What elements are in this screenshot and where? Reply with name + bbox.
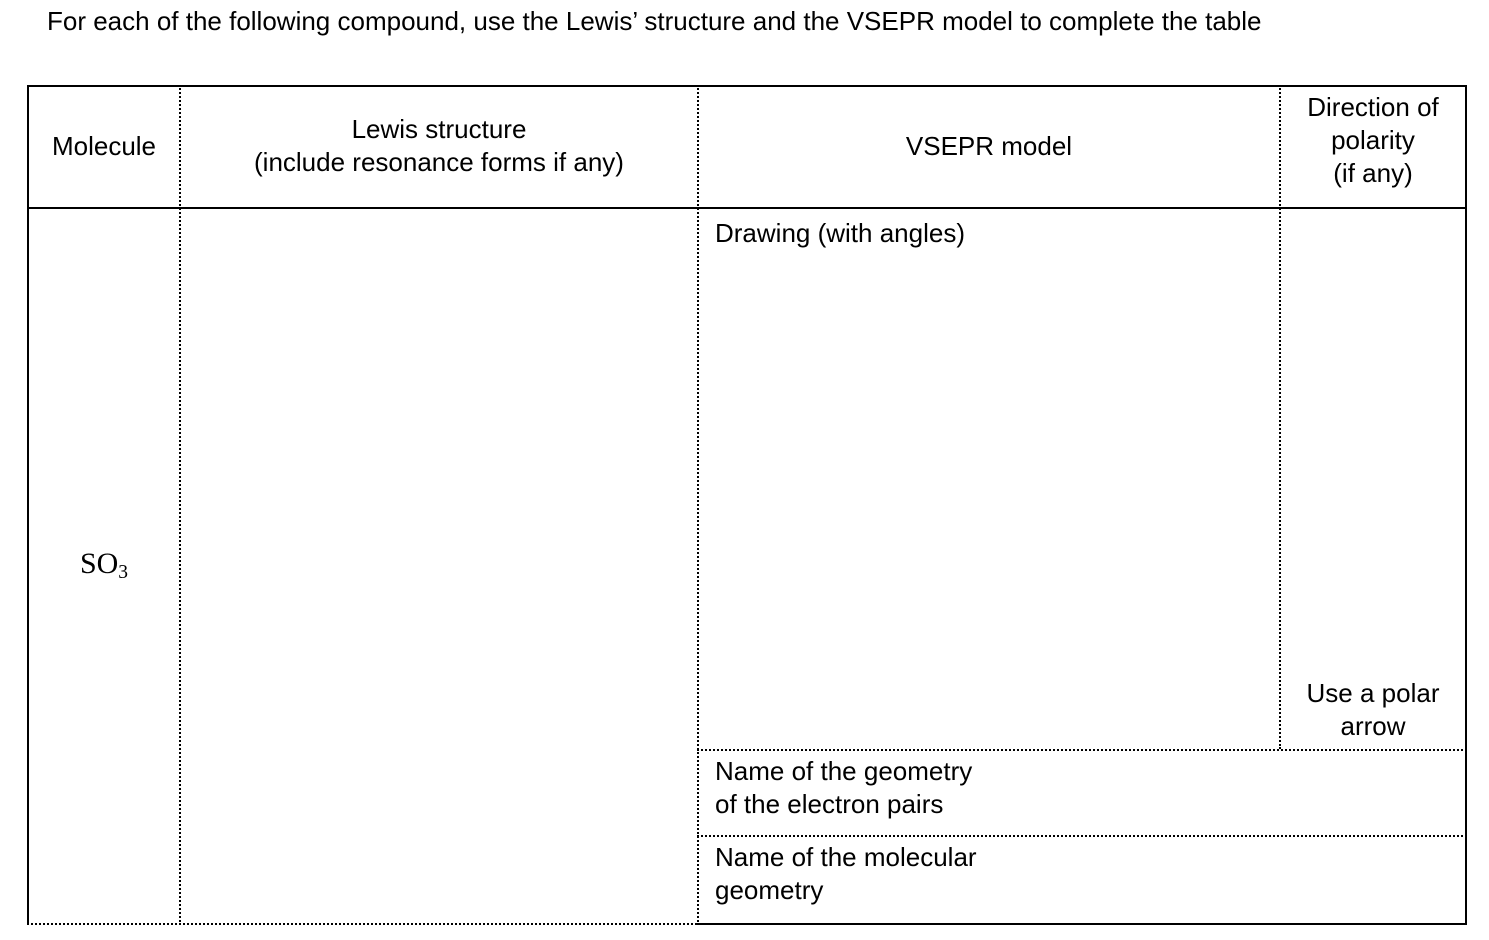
column-divider-molecule-lewis: [179, 85, 181, 925]
header-label-lewis-structure-line2: (include resonance forms if any): [254, 147, 624, 177]
hint-use-polar-arrow-line1: Use a polar: [1306, 678, 1440, 708]
answer-area-vsepr-drawing[interactable]: Drawing (with angles): [699, 209, 1279, 749]
row-divider-drawing-electron-geometry: [697, 749, 1467, 751]
column-divider-lewis-vsepr: [697, 85, 699, 925]
header-label-molecule: Molecule: [51, 130, 157, 161]
prompt-electron-pair-geometry-line1: Name of the geometry: [715, 756, 973, 786]
prompt-molecular-geometry-line2: geometry: [715, 875, 824, 905]
header-cell-molecule: Molecule: [29, 85, 179, 207]
molecule-formula-subscript: 3: [118, 562, 129, 584]
table-border-right: [1465, 85, 1467, 925]
header-label-polarity-line2: polarity: [1331, 125, 1415, 155]
column-divider-vsepr-polarity: [1279, 85, 1281, 749]
answer-area-lewis-structure[interactable]: [181, 209, 697, 923]
table-border-top: [27, 85, 1467, 87]
row-bottom-rule-right: [697, 923, 1467, 925]
header-label-polarity-line1: Direction of: [1307, 92, 1439, 122]
header-label-polarity-line3: (if any): [1333, 158, 1413, 188]
answer-area-electron-pair-geometry[interactable]: Name of the geometry of the electron pai…: [699, 751, 1467, 835]
header-label-vsepr-model: VSEPR model: [905, 130, 1073, 161]
prompt-drawing-with-angles: Drawing (with angles): [715, 218, 965, 248]
answer-area-direction-of-polarity[interactable]: Use a polar arrow: [1281, 209, 1465, 749]
header-bottom-rule: [27, 207, 1467, 209]
prompt-electron-pair-geometry-line2: of the electron pairs: [715, 789, 944, 819]
header-label-lewis-structure-line1: Lewis structure: [351, 114, 527, 144]
row-divider-electron-molecular-geometry: [697, 835, 1467, 837]
table-cell-molecule-so3: SO3: [29, 209, 179, 923]
answer-area-molecular-geometry[interactable]: Name of the molecular geometry: [699, 837, 1467, 923]
table-border-left: [27, 85, 29, 925]
header-cell-direction-of-polarity: Direction of polarity (if any): [1281, 91, 1465, 207]
row-bottom-rule-left: [27, 923, 697, 925]
molecule-formula-so3: SO3: [80, 547, 128, 585]
worksheet-instruction: For each of the following compound, use …: [47, 6, 1262, 36]
molecule-formula-base: SO: [79, 547, 119, 580]
header-cell-lewis-structure: Lewis structure (include resonance forms…: [181, 85, 697, 207]
prompt-molecular-geometry-line1: Name of the molecular: [715, 842, 977, 872]
hint-use-polar-arrow-line2: arrow: [1340, 711, 1406, 741]
vsepr-worksheet-table: Molecule Lewis structure (include resona…: [27, 85, 1467, 925]
header-cell-vsepr-model: VSEPR model: [699, 85, 1279, 207]
